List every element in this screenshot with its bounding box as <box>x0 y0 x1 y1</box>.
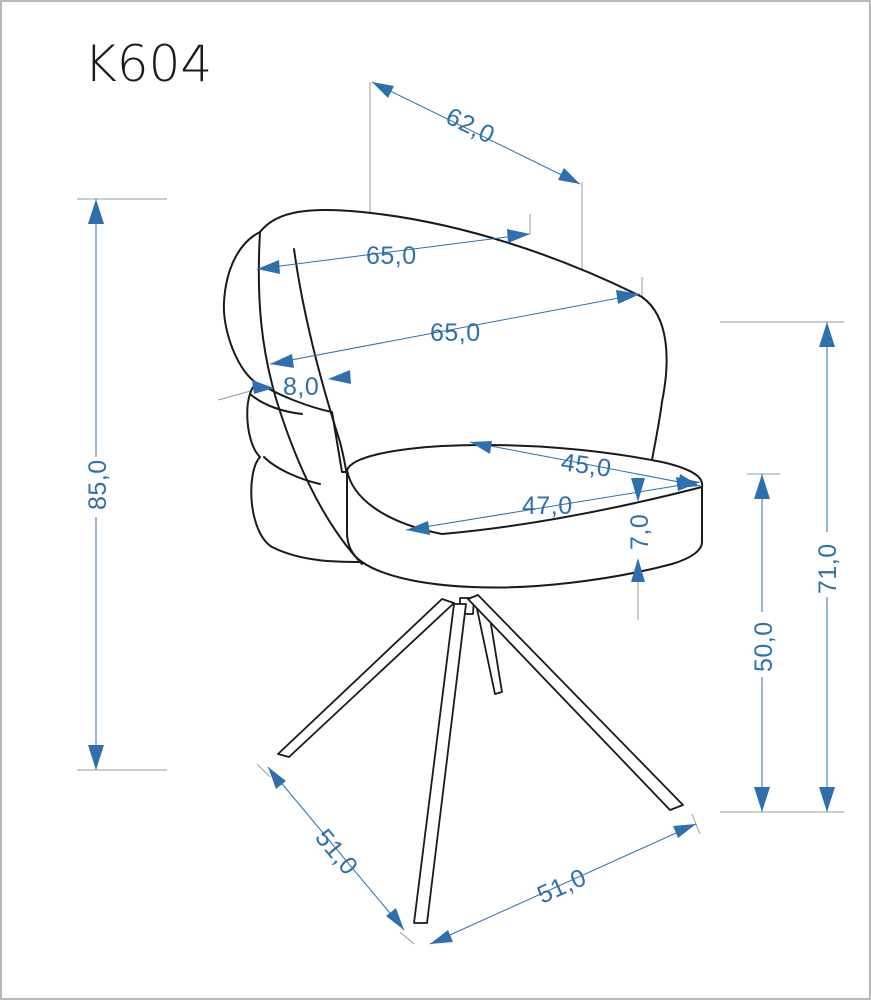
backrest-lower-pad <box>246 381 363 563</box>
seat-top-edge <box>346 469 703 535</box>
backrest-shell <box>222 208 668 473</box>
dimension-lines <box>88 81 835 945</box>
dim-seat-height: 50,0 <box>750 621 778 672</box>
dim-total-height: 85,0 <box>84 459 112 510</box>
dim-backrest-top-width: 65,0 <box>366 242 417 270</box>
dimension-labels: 62,0 65,0 65,0 8,0 85,0 45,0 47,0 7,0 71… <box>84 102 842 909</box>
backrest-side-band <box>257 231 363 565</box>
dim-seat-depth: 45,0 <box>559 448 613 483</box>
dim-arm-height: 71,0 <box>814 543 842 594</box>
seat-cushion <box>346 443 704 589</box>
dim-backrest-width: 65,0 <box>430 319 481 347</box>
front-center-leg <box>413 603 467 924</box>
dim-seat-width: 47,0 <box>522 492 573 520</box>
dim-base-width: 51,0 <box>533 863 591 909</box>
chair-drawing <box>222 208 704 924</box>
dim-depth-top: 62,0 <box>441 102 499 149</box>
dim-backrest-thickness: 8,0 <box>283 373 319 401</box>
backrest-pad-seam-2 <box>263 456 321 485</box>
model-title: K604 <box>84 35 212 93</box>
front-right-leg <box>467 594 684 811</box>
backrest-pad-seam <box>249 393 303 415</box>
dim-seat-thickness: 7,0 <box>626 514 654 550</box>
front-left-leg <box>277 598 455 758</box>
